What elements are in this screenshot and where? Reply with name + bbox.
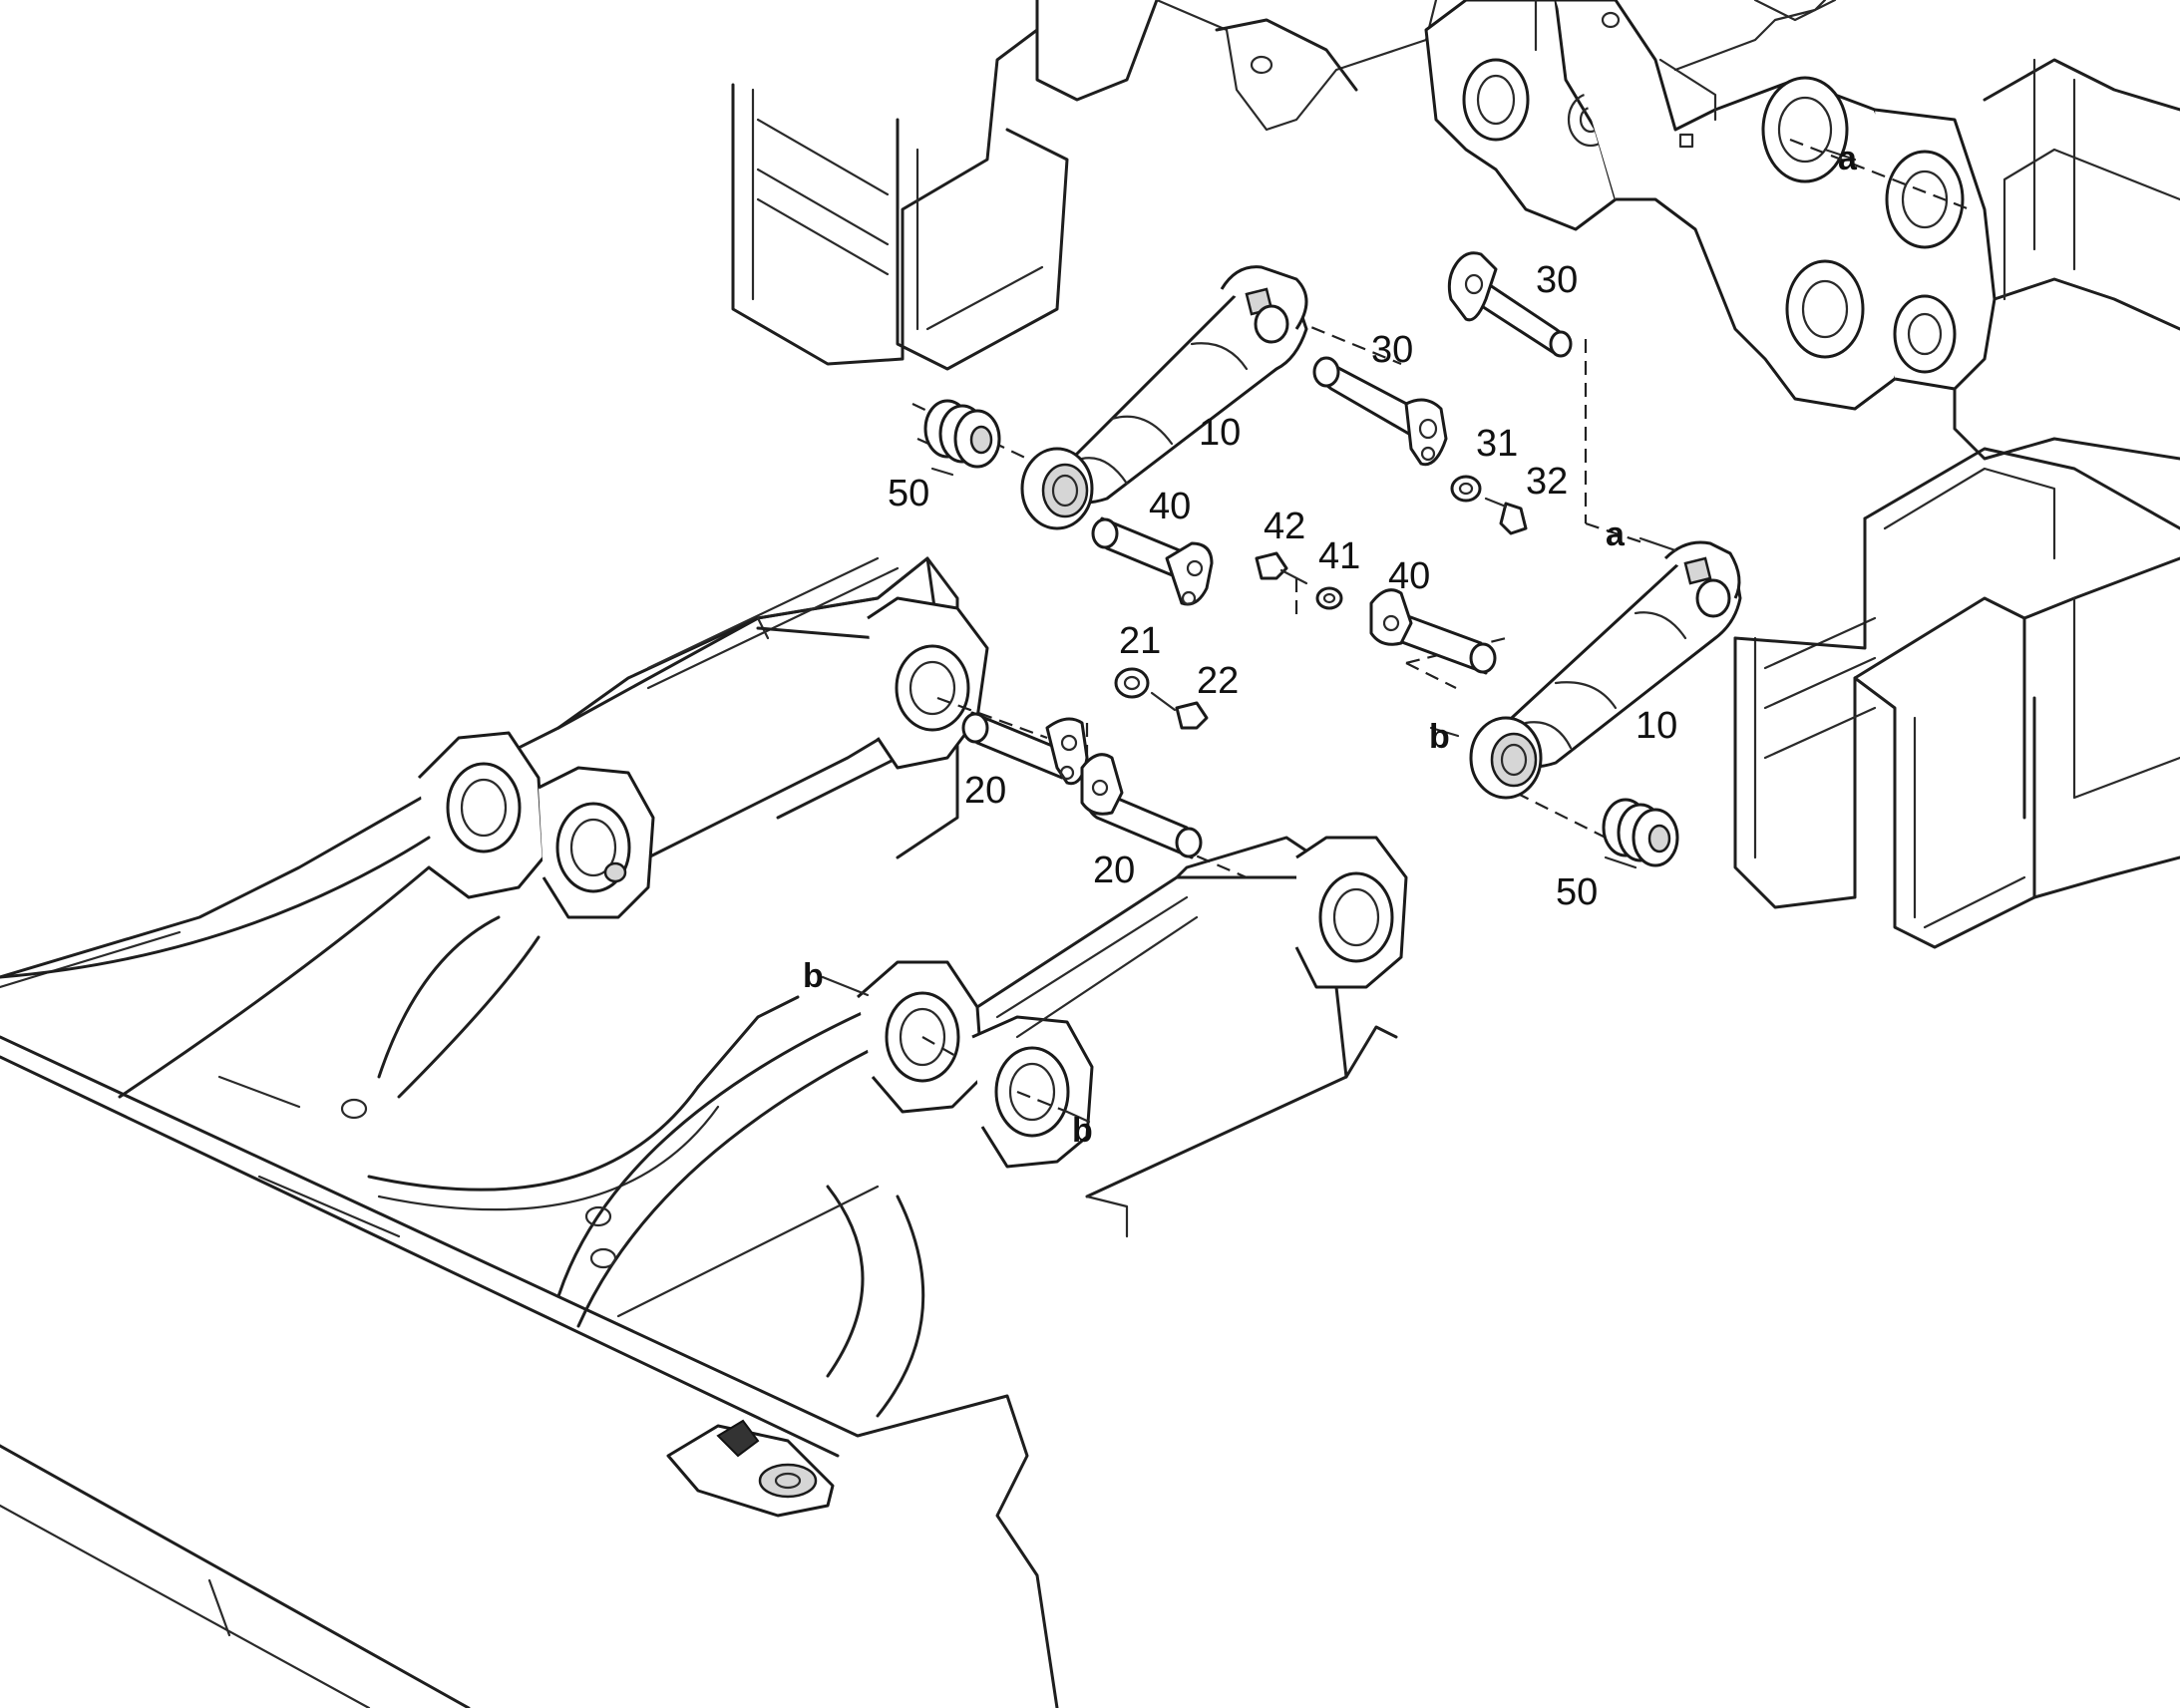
callout-30-middle: 30 bbox=[1371, 329, 1413, 371]
reference-a-top: a bbox=[1838, 140, 1858, 177]
callout-22: 22 bbox=[1197, 660, 1239, 702]
callout-42: 42 bbox=[1264, 506, 1305, 547]
callout-50-left: 50 bbox=[888, 473, 929, 514]
callout-labels: 10 10 20 20 21 22 30 30 31 32 40 40 41 4… bbox=[803, 140, 1858, 1150]
callout-20-left: 20 bbox=[964, 770, 1006, 812]
callout-21: 21 bbox=[1119, 620, 1161, 662]
callout-30-top: 30 bbox=[1536, 259, 1578, 301]
callout-31: 31 bbox=[1476, 423, 1518, 465]
upper-frame bbox=[733, 0, 2180, 459]
callout-10-upper: 10 bbox=[1199, 412, 1241, 454]
reference-a-middle: a bbox=[1606, 515, 1626, 553]
cylinder-lower bbox=[1471, 542, 1740, 798]
loader-frame bbox=[0, 558, 1406, 1708]
callout-20-lower: 20 bbox=[1093, 850, 1135, 891]
reference-b-cylinder: b bbox=[1429, 718, 1450, 756]
reference-b-left: b bbox=[803, 957, 824, 995]
callout-32: 32 bbox=[1526, 461, 1568, 503]
pins bbox=[963, 253, 1571, 857]
right-frame-bracket bbox=[1735, 449, 2180, 947]
callout-41: 41 bbox=[1318, 535, 1360, 577]
bumpers bbox=[925, 401, 1677, 865]
callout-40-lower: 40 bbox=[1388, 555, 1430, 597]
leader-lines bbox=[823, 150, 1855, 1122]
callout-10-lower: 10 bbox=[1635, 705, 1677, 747]
reference-b-right: b bbox=[1072, 1112, 1093, 1150]
callout-40-upper: 40 bbox=[1149, 486, 1191, 527]
callout-50-right: 50 bbox=[1556, 871, 1598, 913]
cylinder-upper bbox=[1022, 267, 1306, 528]
